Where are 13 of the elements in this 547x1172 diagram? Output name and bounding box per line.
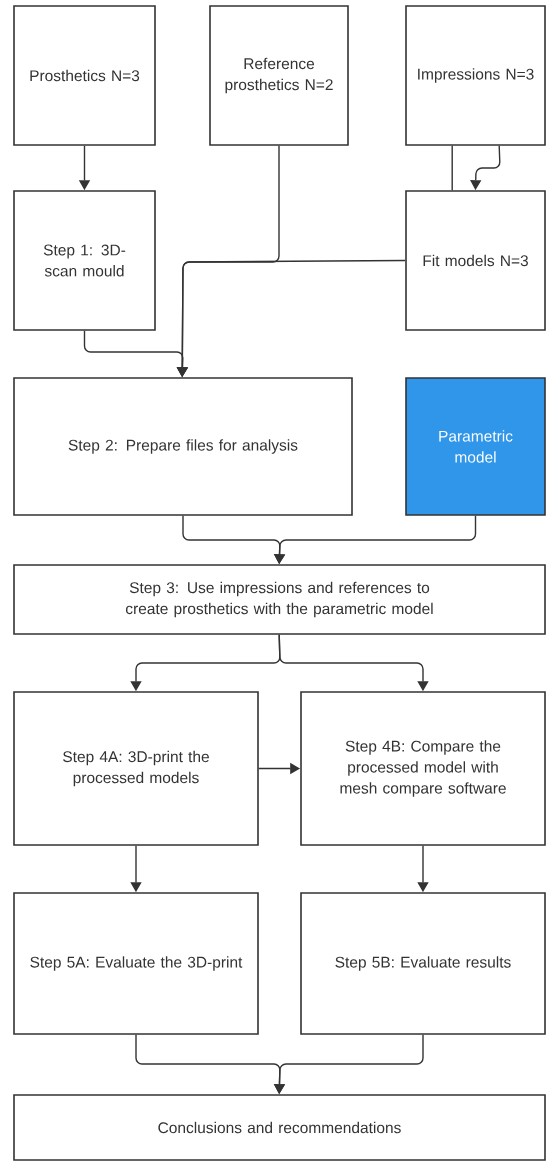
process-box: Reference prosthetics N=2 [209, 5, 349, 146]
process-box: Parametric model [405, 377, 546, 516]
process-box: Prosthetics N=3 [13, 5, 156, 146]
process-box: Fit models N=3 [405, 190, 546, 331]
process-box: Step 1: 3D-scan mould [13, 190, 156, 331]
process-box: Impressions N=3 [405, 5, 546, 146]
process-box: Step 3: Use impressions and references to create prosthetics with the parametric model [13, 564, 546, 635]
process-box: Step 4A: 3D-print the processed models [13, 691, 259, 846]
process-box: Step 5B: Evaluate results [300, 892, 546, 1035]
process-box: Step 4B: Compare the processed model with mesh compare software [300, 691, 546, 846]
process-box: Step 2: Prepare files for analysis [13, 377, 353, 516]
process-box: Step 5A: Evaluate the 3D-print [13, 892, 259, 1035]
process-box: Conclusions and recommendations [13, 1094, 546, 1161]
